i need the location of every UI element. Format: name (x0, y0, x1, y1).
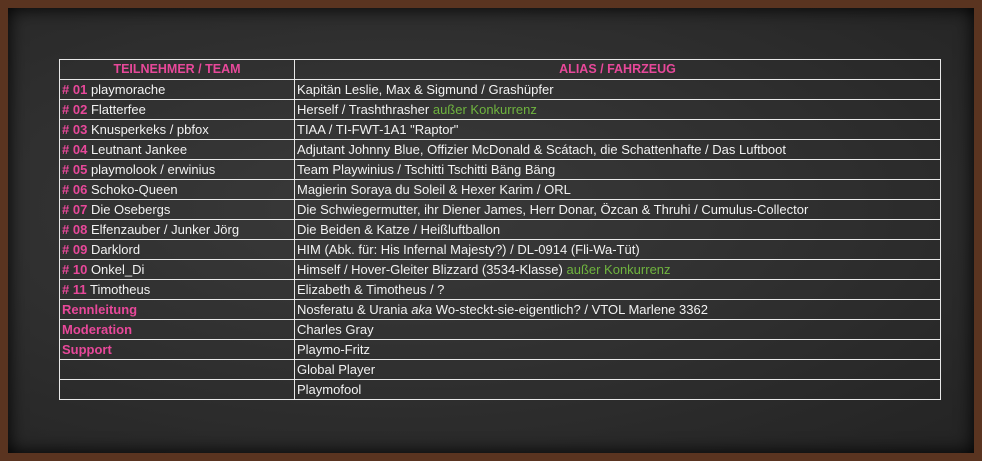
participants-table: TEILNEHMER / TEAM ALIAS / FAHRZEUG # 01 … (59, 59, 941, 400)
team-number: # 02 (62, 102, 88, 117)
team-name: playmorache (90, 82, 166, 97)
team-name: Flatterfee (90, 102, 146, 117)
team-cell: # 07 Die Osebergs (59, 199, 295, 220)
alias-cell: Playmo-Fritz (294, 339, 941, 360)
team-number: # 10 (62, 262, 88, 277)
alias-cell: Adjutant Johnny Blue, Offizier McDonald … (294, 139, 941, 160)
team-name: Knusperkeks / pbfox (90, 122, 209, 137)
alias-text: Playmo-Fritz (297, 342, 370, 357)
role-label: Moderation (62, 322, 133, 337)
team-number: # 11 (62, 282, 87, 297)
table-row: Rennleitung Nosferatu & Urania aka Wo-ste… (59, 299, 941, 320)
alias-text: Elizabeth & Timotheus / ? (297, 282, 445, 297)
out-of-competition-note: außer Konkurrenz (432, 102, 537, 117)
out-of-competition-note: außer Konkurrenz (566, 262, 671, 277)
team-cell: # 08 Elfenzauber / Junker Jörg (59, 219, 295, 240)
alias-text: TIAA / TI-FWT-1A1 "Raptor" (297, 122, 459, 137)
alias-cell: Nosferatu & Urania aka Wo-steckt-sie-eig… (294, 299, 941, 320)
team-cell (59, 379, 295, 400)
team-number: # 08 (62, 222, 88, 237)
team-name: Onkel_Di (90, 262, 145, 277)
team-number: # 03 (62, 122, 88, 137)
team-cell: Rennleitung (59, 299, 295, 320)
table-row: Playmofool (59, 379, 941, 400)
alias-cell: HIM (Abk. für: His Infernal Majesty?) / … (294, 239, 941, 260)
alias-cell: Die Beiden & Katze / Heißluftballon (294, 219, 941, 240)
team-name: Timotheus (89, 282, 151, 297)
team-name: Leutnant Jankee (90, 142, 188, 157)
team-cell (59, 359, 295, 380)
alias-text: Die Schwiegermutter, ihr Diener James, H… (297, 202, 809, 217)
alias-text: Playmofool (297, 382, 362, 397)
team-cell: # 04 Leutnant Jankee (59, 139, 295, 160)
table-row: Support Playmo-Fritz (59, 339, 941, 360)
header-team: TEILNEHMER / TEAM (59, 59, 295, 80)
alias-text: Charles Gray (297, 322, 374, 337)
team-number: # 04 (62, 142, 88, 157)
alias-text: HIM (Abk. für: His Infernal Majesty?) / … (297, 242, 640, 257)
alias-cell: Team Playwinius / Tschitti Tschitti Bäng… (294, 159, 941, 180)
alias-text-2: Wo-steckt-sie-eigentlich? / VTOL Marlene… (435, 302, 708, 317)
alias-text: Die Beiden & Katze / Heißluftballon (297, 222, 501, 237)
role-label: Support (62, 342, 112, 357)
team-cell: # 11 Timotheus (59, 279, 295, 300)
team-cell: # 06 Schoko-Queen (59, 179, 295, 200)
table-row: Moderation Charles Gray (59, 319, 941, 340)
team-number: # 05 (62, 162, 88, 177)
alias-text: Nosferatu & Urania (297, 302, 408, 317)
team-number: # 09 (62, 242, 88, 257)
alias-text: Herself / Trashthrasher (297, 102, 430, 117)
table-row: Global Player (59, 359, 941, 380)
team-number: # 07 (62, 202, 88, 217)
team-cell: # 03 Knusperkeks / pbfox (59, 119, 295, 140)
alias-text: Adjutant Johnny Blue, Offizier McDonald … (297, 142, 786, 157)
team-name: playmolook / erwinius (90, 162, 216, 177)
alias-text: Team Playwinius / Tschitti Tschitti Bäng… (297, 162, 556, 177)
table-header-row: TEILNEHMER / TEAM ALIAS / FAHRZEUG (59, 59, 941, 80)
team-cell: # 01 playmorache (59, 79, 295, 100)
aka-text: aka (411, 302, 433, 317)
team-cell: # 09 Darklord (59, 239, 295, 260)
header-alias: ALIAS / FAHRZEUG (294, 59, 941, 80)
role-label: Rennleitung (62, 302, 138, 317)
team-cell: # 05 playmolook / erwinius (59, 159, 295, 180)
team-number: # 01 (62, 82, 88, 97)
alias-text: Magierin Soraya du Soleil & Hexer Karim … (297, 182, 571, 197)
team-name: Darklord (90, 242, 141, 257)
alias-cell: TIAA / TI-FWT-1A1 "Raptor" (294, 119, 941, 140)
alias-cell: Global Player (294, 359, 941, 380)
team-cell: Moderation (59, 319, 295, 340)
alias-cell: Herself / Trashthrasher außer Konkurrenz (294, 99, 941, 120)
alias-cell: Kapitän Leslie, Max & Sigmund / Grashüpf… (294, 79, 941, 100)
alias-cell: Himself / Hover-Gleiter Blizzard (3534-K… (294, 259, 941, 280)
alias-text: Kapitän Leslie, Max & Sigmund / Grashüpf… (297, 82, 554, 97)
team-cell: # 02 Flatterfee (59, 99, 295, 120)
team-name: Elfenzauber / Junker Jörg (90, 222, 240, 237)
alias-cell: Playmofool (294, 379, 941, 400)
team-name: Schoko-Queen (90, 182, 178, 197)
alias-text: Global Player (297, 362, 376, 377)
team-number: # 06 (62, 182, 88, 197)
alias-text: Himself / Hover-Gleiter Blizzard (3534-K… (297, 262, 563, 277)
alias-cell: Die Schwiegermutter, ihr Diener James, H… (294, 199, 941, 220)
team-name: Die Osebergs (90, 202, 171, 217)
alias-cell: Elizabeth & Timotheus / ? (294, 279, 941, 300)
team-cell: Support (59, 339, 295, 360)
team-cell: # 10 Onkel_Di (59, 259, 295, 280)
alias-cell: Charles Gray (294, 319, 941, 340)
alias-cell: Magierin Soraya du Soleil & Hexer Karim … (294, 179, 941, 200)
